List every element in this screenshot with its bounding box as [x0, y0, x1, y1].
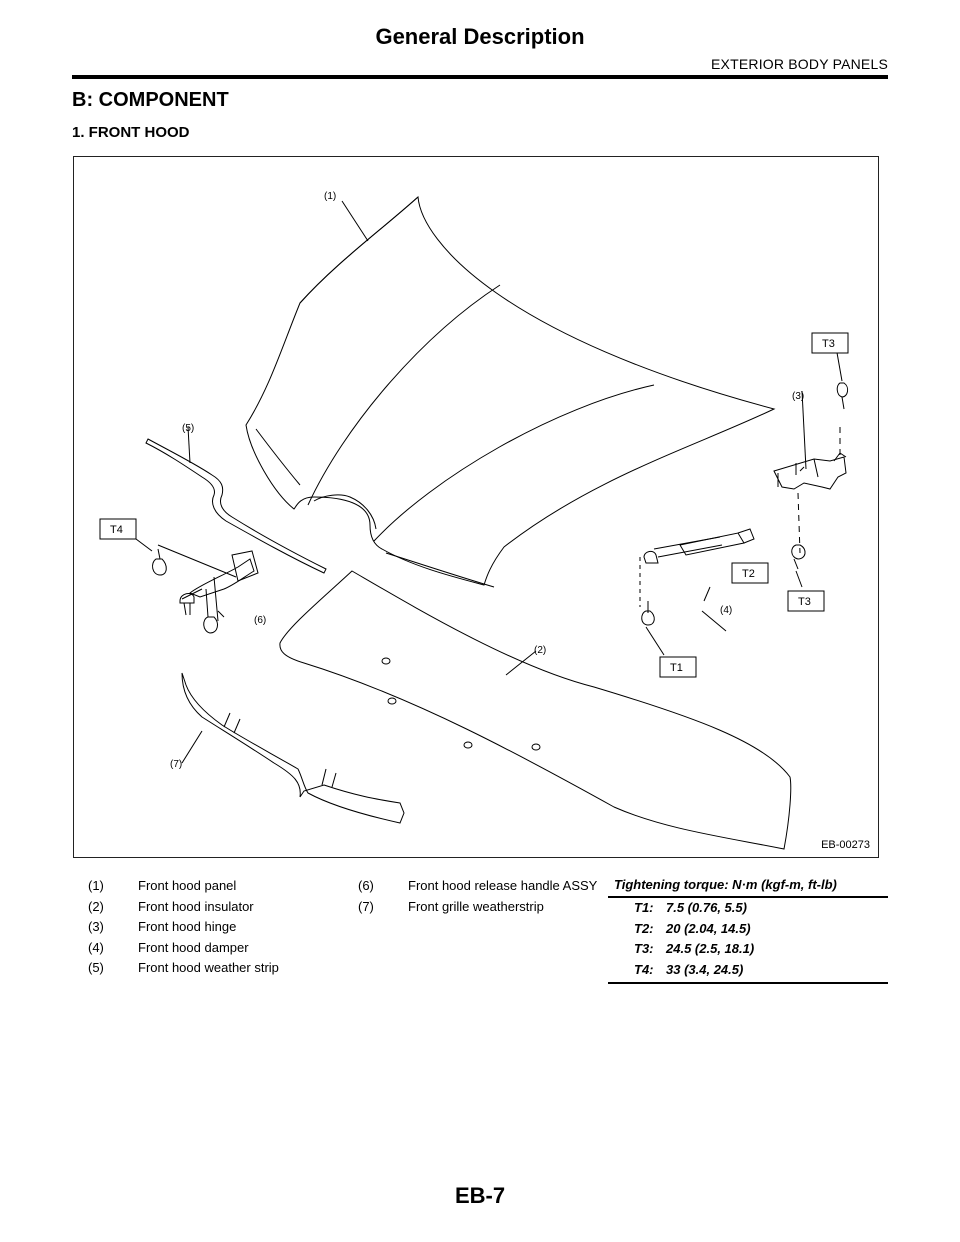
torque-table-bottom-rule: [608, 982, 888, 985]
front-hood-panel: [245, 195, 776, 588]
legend-item: (2)Front hood insulator: [88, 898, 254, 914]
page-header-title: General Description: [375, 24, 585, 49]
page-number: EB-7: [454, 1183, 506, 1208]
legend-item: (4)Front hood damper: [88, 939, 249, 955]
callout-5: (5): [182, 423, 194, 434]
torque-tag-t1: T1: [659, 656, 697, 678]
legend-item: (5)Front hood weather strip: [88, 960, 279, 976]
legend-column-1: (1)Front hood panel (2)Front hood insula…: [88, 876, 279, 979]
sub-heading: 1. FRONT HOOD: [72, 124, 190, 141]
front-hood-insulator: [279, 570, 792, 850]
torque-tag-t3-upper: T3: [811, 332, 849, 354]
torque-row: T1:7.5 (0.76, 5.5): [634, 900, 747, 915]
front-hood-exploded-illustration: (1) (2) (3) (4) (5) (6) (7) T1 T2 T3 T3 …: [99, 191, 849, 850]
torque-row: T4:33 (3.4, 24.5): [634, 961, 744, 977]
figure-id: EB-00273: [821, 839, 870, 851]
callout-3: (3): [792, 391, 804, 402]
legend-item: (6)Front hood release handle ASSY: [358, 878, 598, 893]
callout-4: (4): [720, 605, 732, 616]
front-grille-weatherstrip: [181, 672, 405, 824]
svg-text:T2: T2: [742, 568, 755, 580]
callout-6: (6): [254, 615, 266, 626]
component-diagram: (1) (2) (3) (4) (5) (6) (7) T1 T2 T3 T3 …: [73, 156, 879, 858]
leader-lines: [135, 200, 843, 764]
section-heading: B: COMPONENT: [72, 89, 229, 111]
hood-damper: [639, 528, 755, 656]
torque-row: T2:20 (2.04, 14.5): [634, 920, 751, 936]
legend-column-2: (6)Front hood release handle ASSY (7)Fro…: [358, 876, 597, 917]
hood-release-handle: [157, 544, 259, 634]
torque-table-heading: Tightening torque: N·m (kgf-m, ft-lb): [608, 876, 888, 898]
hood-hinge: [773, 382, 849, 570]
torque-tag-t3-lower: T3: [787, 590, 825, 612]
t4-bolt: [152, 548, 167, 576]
svg-text:T3: T3: [822, 338, 835, 350]
svg-text:T3: T3: [798, 596, 811, 608]
front-hood-weather-strip: [145, 438, 327, 574]
legend-item: (7)Front grille weatherstrip: [358, 898, 544, 914]
callout-1: (1): [324, 191, 336, 202]
svg-text:T1: T1: [670, 662, 683, 674]
legend-item: (3)Front hood hinge: [88, 919, 237, 935]
torque-row: T3:24.5 (2.5, 18.1): [634, 941, 755, 957]
callout-7: (7): [170, 759, 182, 770]
page-header-section: EXTERIOR BODY PANELS: [711, 56, 888, 72]
callout-2: (2): [534, 645, 546, 656]
torque-tag-t2: T2: [731, 562, 769, 584]
legend-item: (1)Front hood panel: [88, 878, 237, 893]
svg-text:T4: T4: [110, 524, 123, 536]
torque-tag-t4: T4: [99, 518, 137, 540]
tightening-torque-table: Tightening torque: N·m (kgf-m, ft-lb) T1…: [608, 876, 888, 985]
header-rule: [72, 75, 888, 79]
